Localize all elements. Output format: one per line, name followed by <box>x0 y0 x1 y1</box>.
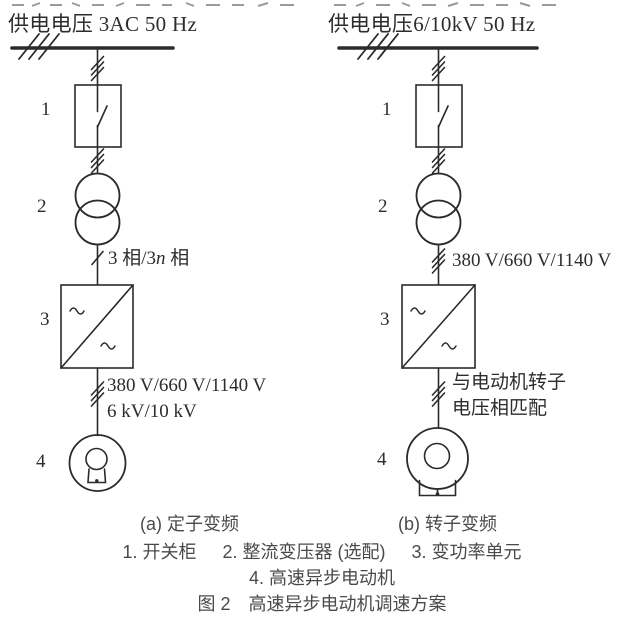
transformer-icon <box>74 172 121 246</box>
legend-item: 2. 整流变压器 (选配) <box>222 542 386 562</box>
supply-voltage-label-left: 供电电压 3AC 50 Hz <box>8 12 198 36</box>
ac-tilde-icon <box>441 342 457 350</box>
figure-caption: 图 2 高速异步电动机调速方案 <box>197 594 447 614</box>
converter-box <box>401 284 476 369</box>
component-number-3: 3 <box>40 309 50 330</box>
phase-count-label: 3 相/3n 相 <box>108 248 190 269</box>
three-phase-ticks-icon <box>431 248 446 274</box>
busbar-hatch-icon <box>18 33 60 60</box>
cropped-text-fragments <box>12 2 556 7</box>
rotor-match-label-line1: 与电动机转子 <box>452 372 567 393</box>
breaker-switch-icon <box>96 105 108 174</box>
breaker-switch-icon <box>437 105 449 174</box>
ac-tilde-icon <box>100 342 116 350</box>
supply-voltage-label-right: 供电电压6/10kV 50 Hz <box>328 12 536 36</box>
busbar-hatch-icon <box>357 33 399 60</box>
output-voltage-label-line2: 6 kV/10 kV <box>107 401 197 422</box>
motor-icon <box>68 434 127 492</box>
input-voltage-label: 380 V/660 V/1140 V <box>452 250 612 271</box>
legend-item: 1. 开关柜 <box>122 542 197 562</box>
legend-item: 3. 变功率单元 <box>411 542 522 562</box>
component-number-1: 1 <box>382 99 392 120</box>
three-phase-ticks-icon <box>431 148 446 174</box>
three-phase-ticks-icon <box>90 148 105 174</box>
three-phase-ticks-icon <box>90 55 105 82</box>
component-number-2: 2 <box>378 196 388 217</box>
three-phase-ticks-icon <box>431 55 446 82</box>
legend-row-2: 4. 高速异步电动机 <box>248 568 395 588</box>
output-voltage-label-line1: 380 V/660 V/1140 V <box>107 375 267 396</box>
phase-tick-icon <box>91 250 104 266</box>
stator-circuit <box>10 33 175 492</box>
legend-row-1: 1. 开关柜 2. 整流变压器 (选配) 3. 变功率单元 <box>10 538 634 564</box>
three-phase-ticks-icon <box>90 381 105 407</box>
rotor-circuit <box>337 33 539 497</box>
component-number-1: 1 <box>41 99 51 120</box>
component-number-4: 4 <box>377 449 387 470</box>
converter-box <box>60 284 134 369</box>
transformer-icon <box>415 172 462 246</box>
component-number-3: 3 <box>380 309 390 330</box>
ac-tilde-icon <box>410 307 426 315</box>
component-number-2: 2 <box>37 196 47 217</box>
rotor-match-label-line2: 电压相匹配 <box>452 398 548 419</box>
panel-label-a: (a) 定子变频 <box>140 514 239 534</box>
three-phase-ticks-icon <box>431 381 446 407</box>
component-number-4: 4 <box>36 451 46 472</box>
schematic-linework <box>10 33 539 497</box>
motor-icon <box>406 427 469 497</box>
ac-tilde-icon <box>69 307 85 315</box>
panel-label-b: (b) 转子变频 <box>398 514 497 534</box>
